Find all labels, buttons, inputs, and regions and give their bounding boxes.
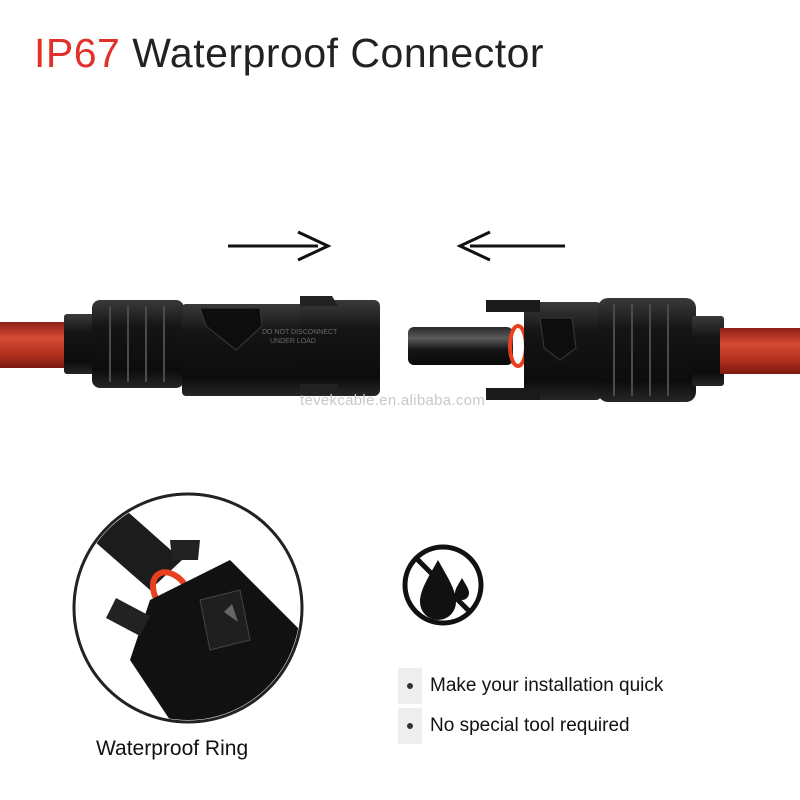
page-title: IP67 Waterproof Connector — [34, 30, 544, 77]
left-cable — [0, 322, 72, 368]
arrow-right-icon — [228, 230, 332, 262]
female-connector: DO NOT DISCONNECT UNDER LOAD — [0, 296, 380, 396]
feature-list: Make your installation quick No special … — [398, 668, 698, 748]
bullet-box — [398, 708, 422, 744]
bullet-box — [398, 668, 422, 704]
male-connector — [408, 298, 800, 402]
no-water-icon — [402, 544, 484, 626]
feature-item: Make your installation quick — [398, 668, 698, 704]
feature-item: No special tool required — [398, 708, 698, 744]
feature-text: Make your installation quick — [430, 675, 664, 696]
bullet-icon — [407, 723, 413, 729]
waterproof-ring-label: Waterproof Ring — [96, 737, 249, 760]
bullet-icon — [407, 683, 413, 689]
connector-pin — [408, 327, 513, 365]
warning-marking-1: DO NOT DISCONNECT — [262, 329, 338, 336]
title-text: Waterproof Connector — [132, 30, 545, 76]
feature-text: No special tool required — [430, 715, 630, 736]
watermark: tevekcable.en.alibaba.com — [300, 392, 486, 409]
warning-marking-2: UNDER LOAD — [270, 338, 316, 345]
right-cable — [720, 328, 800, 374]
title-highlight: IP67 — [34, 30, 121, 76]
waterproof-ring-detail — [72, 492, 304, 724]
arrow-left-icon — [456, 230, 565, 262]
